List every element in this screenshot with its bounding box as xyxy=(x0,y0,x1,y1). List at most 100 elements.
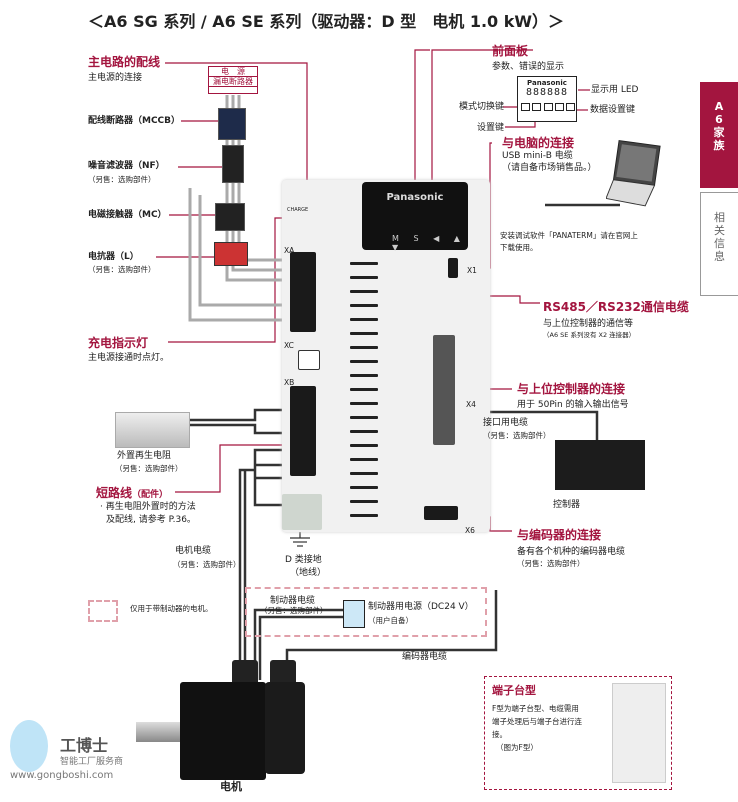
xb-connector xyxy=(290,386,316,476)
ground-label: D 类接地 xyxy=(285,555,322,565)
tab-label: A6家族 xyxy=(713,100,725,152)
x6-label: X6 xyxy=(465,526,475,535)
mode-key[interactable] xyxy=(521,103,530,111)
vent-slot xyxy=(350,444,378,447)
short-wire-line2: 及配线, 请参考 P.36。 xyxy=(106,515,196,525)
encoder-heading: 与编码器的连接 xyxy=(517,528,602,542)
vent-slot xyxy=(350,472,378,475)
brake-cable-label: 制动器电缆 xyxy=(270,596,316,606)
vent-slot xyxy=(350,430,378,433)
vent-slot xyxy=(350,514,378,517)
regen-label: 外置再生电阻 xyxy=(117,451,172,461)
motor-shaft xyxy=(136,722,180,742)
left-key[interactable] xyxy=(544,103,553,111)
terminal-line2: 端子处理后与端子台进行连 xyxy=(492,717,582,726)
ground-sub: （地线） xyxy=(290,568,327,578)
vent-slot xyxy=(350,318,378,321)
reactor-label: 电抗器（L） xyxy=(88,252,139,262)
vent-slot xyxy=(350,346,378,349)
brake-cable-sub: （另售：选购部件） xyxy=(260,606,328,615)
x4-label: X4 xyxy=(466,400,476,409)
short-wire-title: 短路线 xyxy=(96,486,133,500)
brake-power-supply xyxy=(343,600,365,628)
vent-slot xyxy=(350,262,378,265)
motor-encoder xyxy=(265,682,305,774)
vent-slot xyxy=(350,374,378,377)
mccb-image xyxy=(218,108,246,140)
reactor-image xyxy=(214,242,248,266)
encoder-plug xyxy=(270,660,296,686)
down-key[interactable] xyxy=(566,103,575,111)
encoder-desc: 备有各个机种的编码器电缆 xyxy=(517,547,626,557)
vent-slot xyxy=(350,290,378,293)
regen-sub: （另售：选购部件） xyxy=(115,464,183,473)
vent-slot xyxy=(350,360,378,363)
terminal-type-box xyxy=(484,676,672,790)
vent-slot xyxy=(350,486,378,489)
vent-slot xyxy=(350,304,378,307)
xc-label: XC xyxy=(284,341,294,350)
x4-connector[interactable] xyxy=(433,335,455,445)
controller-image xyxy=(555,440,645,490)
vent-slot xyxy=(350,416,378,419)
interface-cable-sub: （另售：选购部件） xyxy=(483,431,551,440)
vent-slot xyxy=(350,458,378,461)
page-title: ＜A6 SG 系列 / A6 SE 系列（驱动器：D 型 电机 1.0 kW）＞ xyxy=(88,12,565,31)
terminal-line4: （图为F型） xyxy=(496,743,538,752)
pc-cable-note: （请自备市场销售品。） xyxy=(502,163,597,173)
x1-usb-port[interactable] xyxy=(448,258,458,278)
set-key-label: 设置键 xyxy=(477,123,505,133)
motor-power-plug xyxy=(232,660,258,686)
rs485-note: （A6 SE 系列没有 X2 连接器） xyxy=(543,331,636,339)
nf-optional: （另售：选购部件） xyxy=(88,175,156,184)
terminal-line1: F型为端子台型、电缆需用 xyxy=(492,704,579,713)
power-source-box: 电 源 漏电断路器 xyxy=(208,66,258,94)
encoder-sub: （另售：选购部件） xyxy=(517,559,585,568)
software-note-2: 下载使用。 xyxy=(500,243,538,252)
motor-label: 电机 xyxy=(220,780,242,793)
front-panel-heading: 前面板 xyxy=(492,44,529,58)
rs485-heading: RS485／RS232通信电缆 xyxy=(543,300,689,314)
driver-brand: Panasonic xyxy=(386,192,444,203)
encoder-cable-label: 编码器电缆 xyxy=(402,652,448,662)
front-panel-closeup: Panasonic 888888 xyxy=(517,76,577,122)
controller-label: 控制器 xyxy=(553,500,581,510)
charge-lamp-desc: 主电源接通时点灯。 xyxy=(88,353,170,363)
vent-slot xyxy=(350,500,378,503)
tab-a6-family[interactable]: A6家族 xyxy=(700,82,738,188)
pc-cable: USB mini-B 电缆 xyxy=(502,151,573,161)
nf-label: 噪音滤波器（NF） xyxy=(88,161,165,171)
led-display: 888888 xyxy=(525,87,569,98)
ground-terminal xyxy=(282,494,322,530)
led-label: 显示用 LED xyxy=(591,85,639,95)
mode-key-label: 模式切换键 xyxy=(459,102,505,112)
charge-lamp-heading: 充电指示灯 xyxy=(88,336,149,350)
up-key[interactable] xyxy=(555,103,564,111)
xc-connector xyxy=(298,350,320,370)
f-type-driver-image xyxy=(612,683,666,783)
x6-connector[interactable] xyxy=(424,506,458,520)
rs485-desc: 与上位控制器的通信等 xyxy=(543,319,634,329)
charge-lamp-label: CHARGE xyxy=(287,207,309,213)
vent-slot xyxy=(350,402,378,405)
leader-front-panel xyxy=(414,49,430,183)
set-key[interactable] xyxy=(532,103,541,111)
mascot-logo xyxy=(10,720,48,772)
watermark-brand: 工博士 xyxy=(60,736,109,755)
reactor-optional: （另售：选购部件） xyxy=(88,265,156,274)
xa-connector xyxy=(290,252,316,332)
driver-front-panel: Panasonic M S ◀ ▲ ▼ xyxy=(362,182,468,252)
watermark-url: www.gongboshi.com xyxy=(10,770,114,781)
short-wire-line1: · 再生电阻外置时的方法 xyxy=(100,502,196,512)
brake-legend-swatch xyxy=(88,600,118,622)
vent-slot xyxy=(350,276,378,279)
software-note-1: 安装调试软件「PANATERM」请在官网上 xyxy=(500,231,638,240)
tab-related-info[interactable]: 相关信息 xyxy=(700,192,738,296)
motor-cable-sub: （另售：选购部件） xyxy=(173,560,241,569)
main-circuit-desc: 主电源的连接 xyxy=(88,73,143,83)
mccb-label: 配线断路器（MCCB） xyxy=(88,116,181,126)
brake-psu-sub: （用户自备） xyxy=(368,616,413,625)
vent-slot xyxy=(350,388,378,391)
brake-psu-label: 制动器用电源（DC24 V） xyxy=(368,602,474,612)
motor-image xyxy=(180,682,266,780)
